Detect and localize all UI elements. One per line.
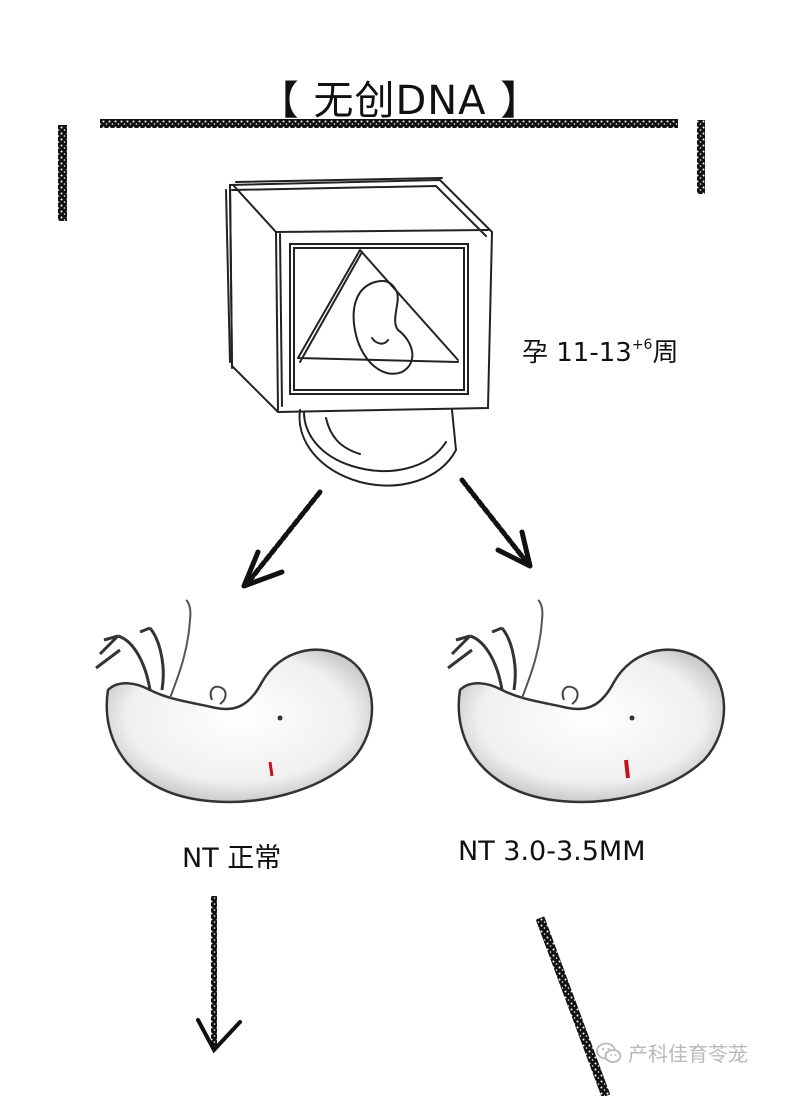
right-bracket-tick bbox=[697, 120, 705, 194]
nt-thickened-label: NT 3.0-3.5MM bbox=[458, 836, 646, 867]
arrow-head-right-icon bbox=[495, 529, 533, 569]
ultrasound-monitor-icon bbox=[225, 177, 494, 487]
watermark-text: 产科佳育苓茏 bbox=[628, 1042, 748, 1066]
diagram-title: 【 无创DNA 】 bbox=[258, 78, 542, 124]
gestation-prefix: 孕 11-13 bbox=[522, 338, 632, 368]
gestation-superscript: +6 bbox=[631, 337, 653, 353]
arrow-to-left-branch-icon bbox=[247, 489, 323, 583]
arrow-head-left-icon bbox=[241, 549, 285, 589]
title-bar-line bbox=[100, 119, 678, 128]
nt-normal-label: NT 正常 bbox=[182, 843, 282, 874]
watermark: 产科佳育苓茏 bbox=[596, 1038, 748, 1067]
gestation-suffix: 周 bbox=[652, 338, 679, 368]
fetus-right-icon bbox=[447, 599, 726, 804]
diagonal-speckle-line bbox=[535, 916, 611, 1096]
gestation-week-label: 孕 11-13+6周 bbox=[522, 332, 678, 369]
fetus-left-icon bbox=[95, 599, 374, 804]
left-bracket-tick bbox=[58, 125, 67, 221]
arrow-down-left-icon bbox=[196, 896, 242, 1054]
wechat-icon bbox=[596, 1042, 622, 1063]
arrow-to-right-branch-icon bbox=[459, 477, 528, 563]
